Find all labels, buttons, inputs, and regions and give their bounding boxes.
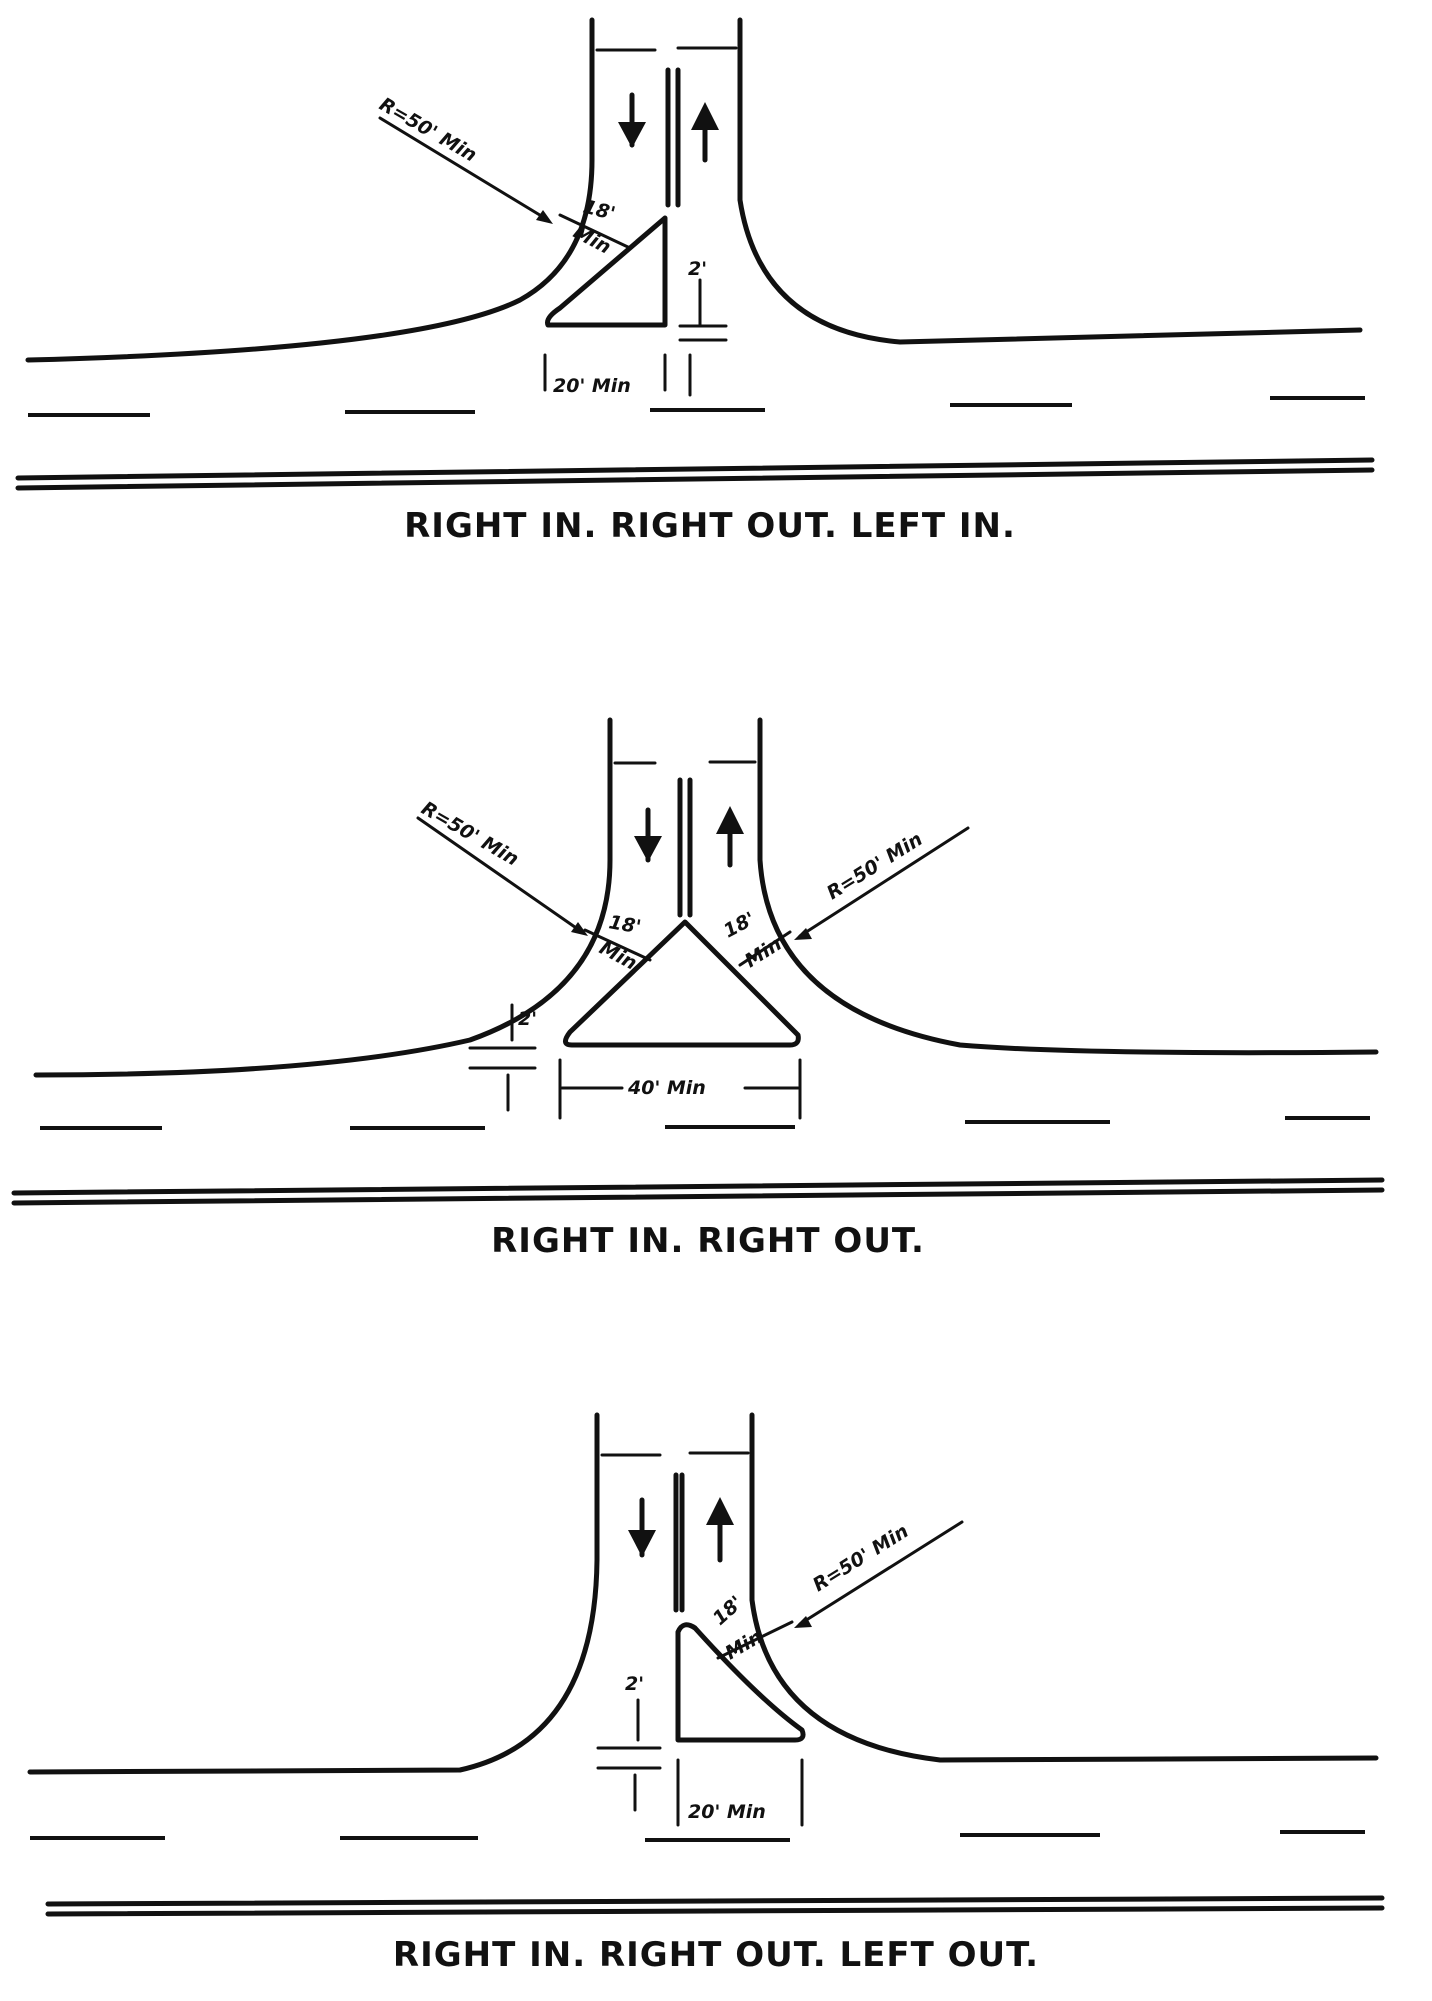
fig1-width-line <box>558 213 632 250</box>
fig1-right-curb <box>737 17 1363 345</box>
fig2-radius-leader-right <box>798 826 970 938</box>
fig2-up-arrow-icon <box>716 806 744 834</box>
figure-3-right-in-right-out-left-out: R=50' Min 18' Min 2' 20' Min RIGHT IN. R… <box>27 1412 1385 1975</box>
fig3-radius-arrow-icon <box>794 1616 812 1628</box>
fig3-length-label: 20' Min <box>688 1801 766 1823</box>
fig3-up-arrow-icon <box>706 1497 734 1525</box>
fig2-width-line-left <box>583 928 652 962</box>
fig1-road-edge-a <box>15 457 1375 481</box>
fig1-offset-label: 2' <box>688 258 707 280</box>
fig1-triangular-island <box>545 215 668 328</box>
fig2-width-left-label: 18' <box>607 911 643 938</box>
fig1-left-curb <box>25 17 595 363</box>
fig2-caption: RIGHT IN. RIGHT OUT. <box>491 1221 925 1261</box>
fig2-road-edge-b <box>11 1187 1385 1206</box>
fig2-left-curb <box>33 717 613 1078</box>
fig3-radius-leader <box>798 1520 964 1626</box>
fig3-down-arrow-icon <box>628 1530 656 1557</box>
fig1-down-arrow-icon <box>618 122 646 148</box>
figure-1-right-in-right-out-left-in: R=50' Min 18' Min 2' 20' Min RIGHT IN. R… <box>15 17 1375 546</box>
fig2-radius-left-label: R=50' Min <box>418 797 523 870</box>
fig2-radius-arrow-left-icon <box>571 922 588 936</box>
fig3-caption: RIGHT IN. RIGHT OUT. LEFT OUT. <box>393 1935 1039 1975</box>
fig1-radius-arrow-icon <box>536 210 553 224</box>
fig2-radius-leader-left <box>416 816 584 934</box>
fig3-width-label: 18' <box>709 1592 748 1630</box>
fig2-length-label: 40' Min <box>627 1077 706 1099</box>
fig3-right-curb <box>749 1412 1379 1763</box>
fig1-caption: RIGHT IN. RIGHT OUT. LEFT IN. <box>404 506 1016 546</box>
fig2-width-line-right <box>738 930 792 967</box>
fig3-left-curb <box>27 1412 600 1775</box>
fig3-triangular-island <box>675 1622 806 1743</box>
figure-2-right-in-right-out: R=50' Min R=50' Min 18' Min 18' Min 2' 4… <box>11 717 1385 1261</box>
fig3-road-edge-a <box>45 1895 1385 1907</box>
fig2-triangular-island <box>563 919 801 1048</box>
fig2-width-right-label: 18' <box>720 908 759 943</box>
fig1-road-edge-b <box>15 467 1375 491</box>
fig3-offset-label: 2' <box>625 1673 644 1695</box>
fig2-radius-arrow-right-icon <box>794 928 812 940</box>
fig2-offset-label: 2' <box>518 1008 537 1030</box>
fig2-road-edge-a <box>11 1177 1385 1196</box>
fig3-width-line <box>716 1620 794 1660</box>
fig1-width-min-label: Min <box>570 221 615 259</box>
fig2-down-arrow-icon <box>634 836 662 862</box>
fig1-up-arrow-icon <box>691 102 719 130</box>
fig1-radius-leader <box>378 116 550 222</box>
fig3-road-edge-b <box>45 1905 1385 1917</box>
fig1-radius-label: R=50' Min <box>376 93 481 166</box>
fig1-length-label: 20' Min <box>553 375 631 397</box>
